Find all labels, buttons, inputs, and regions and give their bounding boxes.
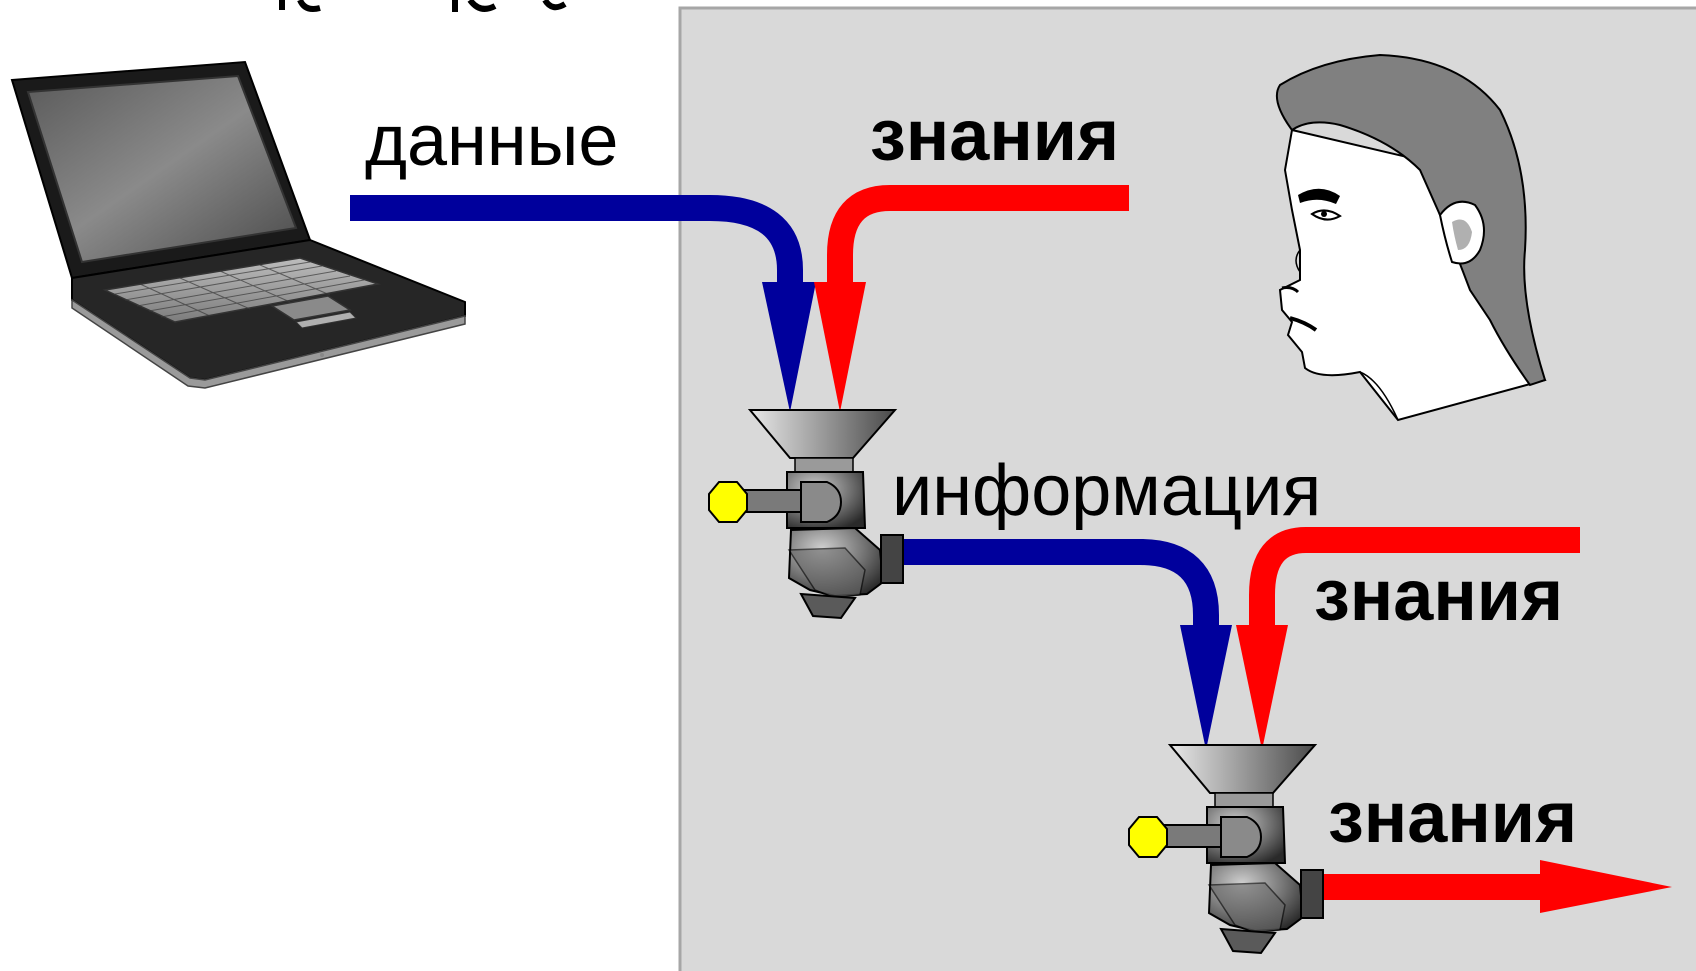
data-label: данные xyxy=(365,101,618,181)
knowledge-flow-arrow-top xyxy=(814,185,1129,412)
person-head-icon xyxy=(1276,53,1547,422)
data-flow-arrow xyxy=(350,195,816,412)
knowledge-label-top: знания xyxy=(870,96,1119,176)
information-flow-arrow xyxy=(890,539,1232,750)
meat-grinder-icon xyxy=(708,409,904,620)
cropped-heading-fragment xyxy=(279,0,567,12)
laptop-icon xyxy=(10,60,466,389)
knowledge-flow-arrow-middle xyxy=(1236,527,1580,750)
knowledge-output-arrow xyxy=(1310,860,1672,913)
knowledge-label-bottom: знания xyxy=(1328,778,1577,858)
information-label: информация xyxy=(892,451,1321,531)
meat-grinder-icon xyxy=(1128,744,1324,955)
knowledge-label-middle: знания xyxy=(1314,556,1563,636)
